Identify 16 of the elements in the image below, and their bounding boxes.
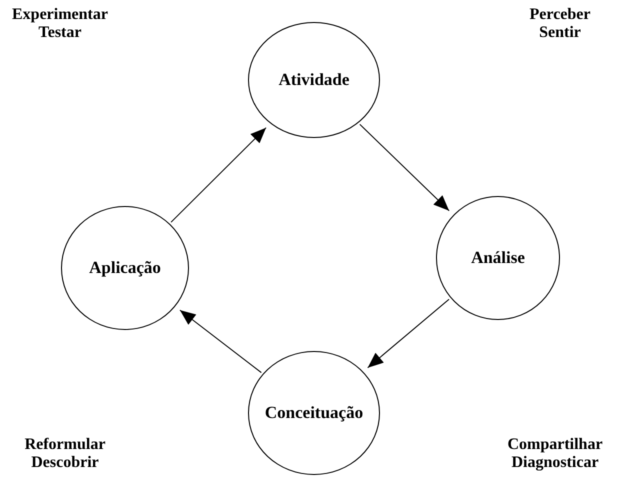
stage-label: Experimentar <box>12 6 108 24</box>
stage-label: Perceber <box>530 6 590 24</box>
stage-label: Diagnosticar <box>511 454 599 472</box>
ellipse-node: Análise <box>436 196 560 320</box>
stage-label: Testar <box>38 24 82 42</box>
ellipse-node: Aplicação <box>61 206 189 330</box>
arrow <box>367 298 450 368</box>
arrow <box>170 127 267 223</box>
ellipse-node: Atividade <box>248 22 380 138</box>
stage-label: Reformular <box>24 436 106 454</box>
stage-label: Descobrir <box>31 454 99 472</box>
stage-label: Sentir <box>539 24 581 42</box>
arrow <box>359 124 450 212</box>
arrow <box>179 310 262 374</box>
stage-label: Compartilhar <box>507 436 603 454</box>
ellipse-node: Conceituação <box>248 351 380 475</box>
